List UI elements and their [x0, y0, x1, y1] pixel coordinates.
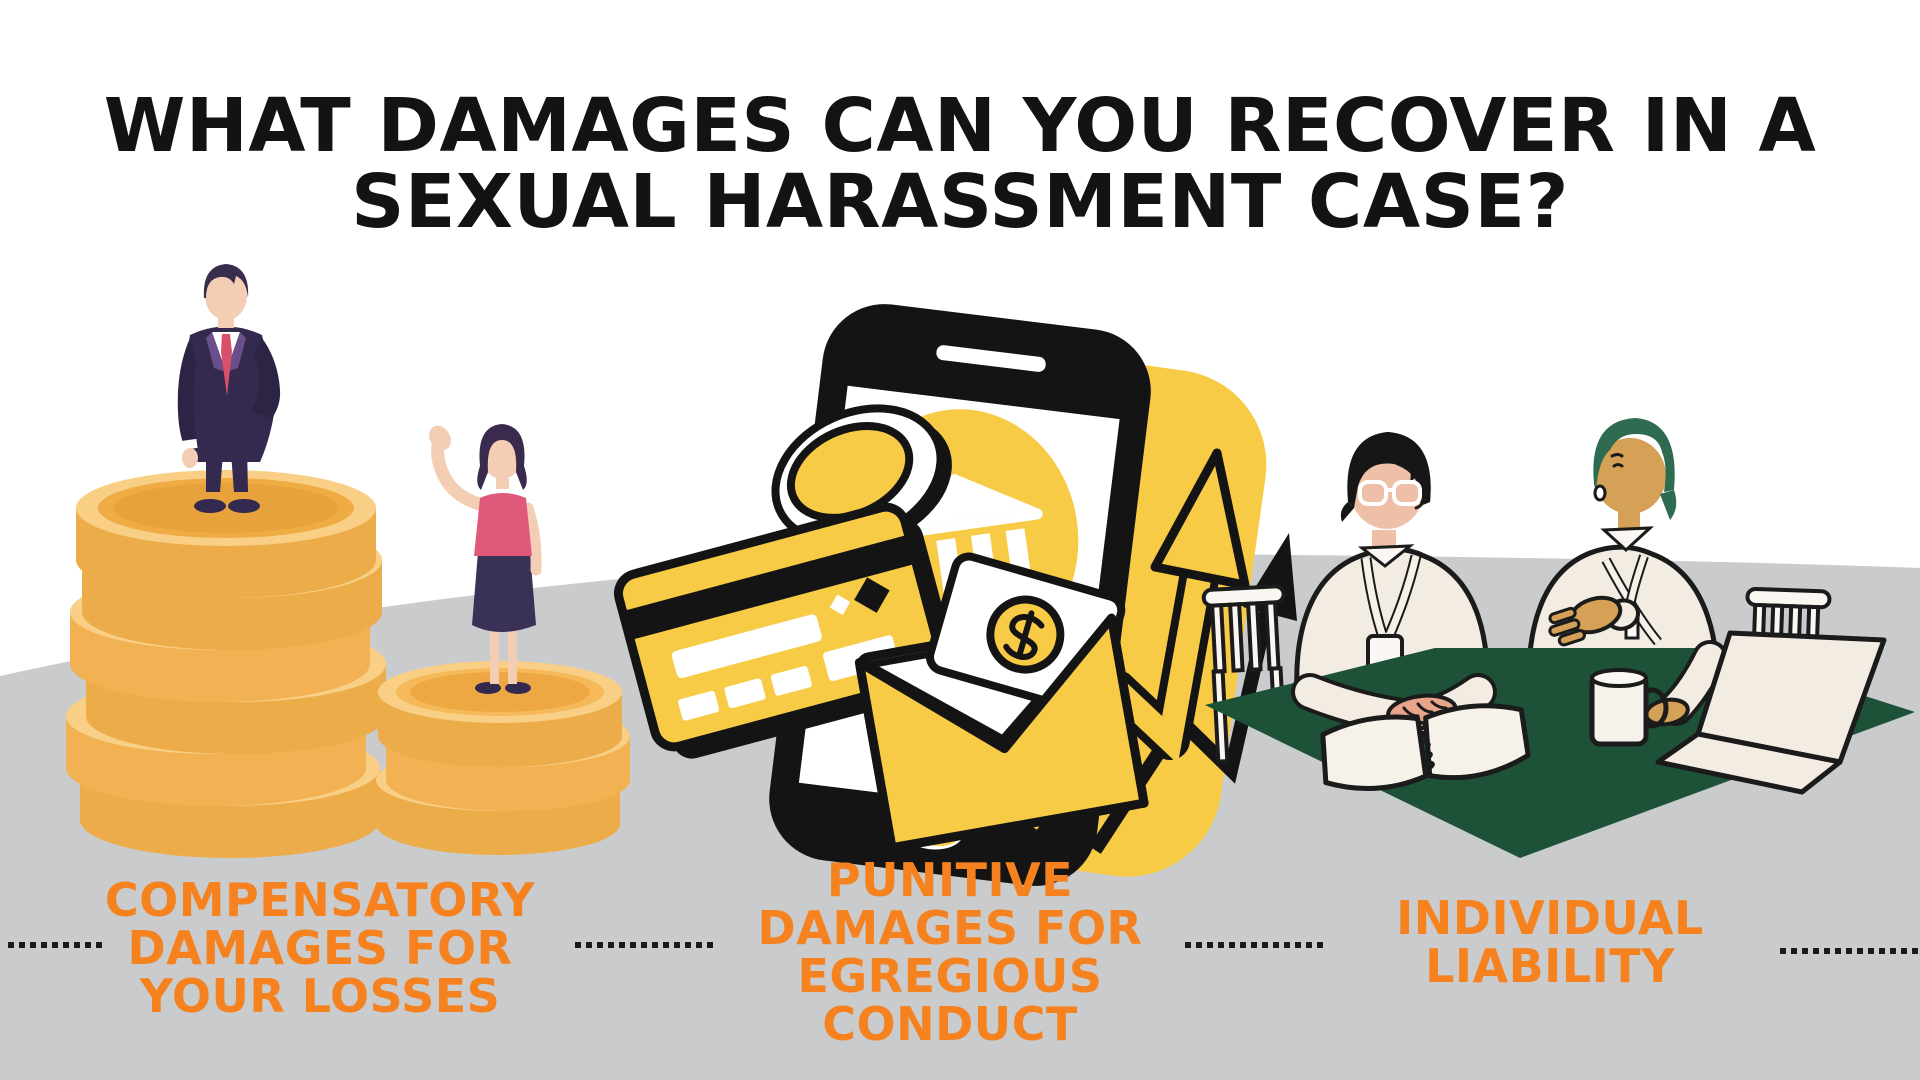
coin-stack-large-icon	[66, 470, 386, 858]
section-label-compensatory: COMPENSATORY DAMAGES FOR YOUR LOSSES	[60, 876, 580, 1020]
label-line: YOUR LOSSES	[139, 969, 501, 1023]
label-line: DAMAGES FOR	[127, 921, 513, 975]
meeting-illustration	[1201, 418, 1915, 858]
envelope-money-icon	[854, 552, 1149, 853]
dollar-sign-icon	[1003, 610, 1045, 660]
section-label-punitive: PUNITIVE DAMAGES FOR EGREGIOUS CONDUCT	[700, 856, 1200, 1048]
glasses-icon	[1358, 480, 1388, 506]
label-line: INDIVIDUAL	[1396, 891, 1704, 945]
coin-stacks-illustration	[66, 264, 630, 858]
label-line: DAMAGES FOR	[757, 901, 1143, 955]
dotted-divider	[1185, 942, 1323, 948]
chair-left-icon	[1201, 584, 1286, 764]
title-line-1: WHAT DAMAGES CAN YOU RECOVER IN A	[103, 83, 1817, 169]
page-title: WHAT DAMAGES CAN YOU RECOVER IN A SEXUAL…	[0, 88, 1920, 240]
laptop-icon	[1655, 630, 1887, 795]
title-line-2: SEXUAL HARASSMENT CASE?	[351, 159, 1569, 245]
businesswoman-icon	[429, 424, 542, 694]
businessman-icon	[177, 264, 281, 513]
right-person-hand	[1644, 640, 1728, 727]
label-line: LIABILITY	[1425, 939, 1675, 993]
dotted-divider	[575, 942, 718, 948]
credit-card-icon	[614, 502, 960, 759]
coin-stack-small-icon	[376, 661, 630, 855]
section-label-individual: INDIVIDUAL LIABILITY	[1310, 894, 1790, 990]
dotted-divider	[1780, 948, 1920, 954]
notebook-icon	[1320, 703, 1531, 791]
label-line: EGREGIOUS	[797, 949, 1103, 1003]
label-line: CONDUCT	[822, 997, 1078, 1051]
dotted-divider	[8, 942, 106, 948]
mug-icon	[1589, 668, 1669, 747]
punitive-illustration	[614, 304, 1297, 886]
gesturing-hand-icon	[1548, 595, 1641, 647]
label-line: PUNITIVE	[826, 853, 1074, 907]
label-line: COMPENSATORY	[104, 873, 536, 927]
